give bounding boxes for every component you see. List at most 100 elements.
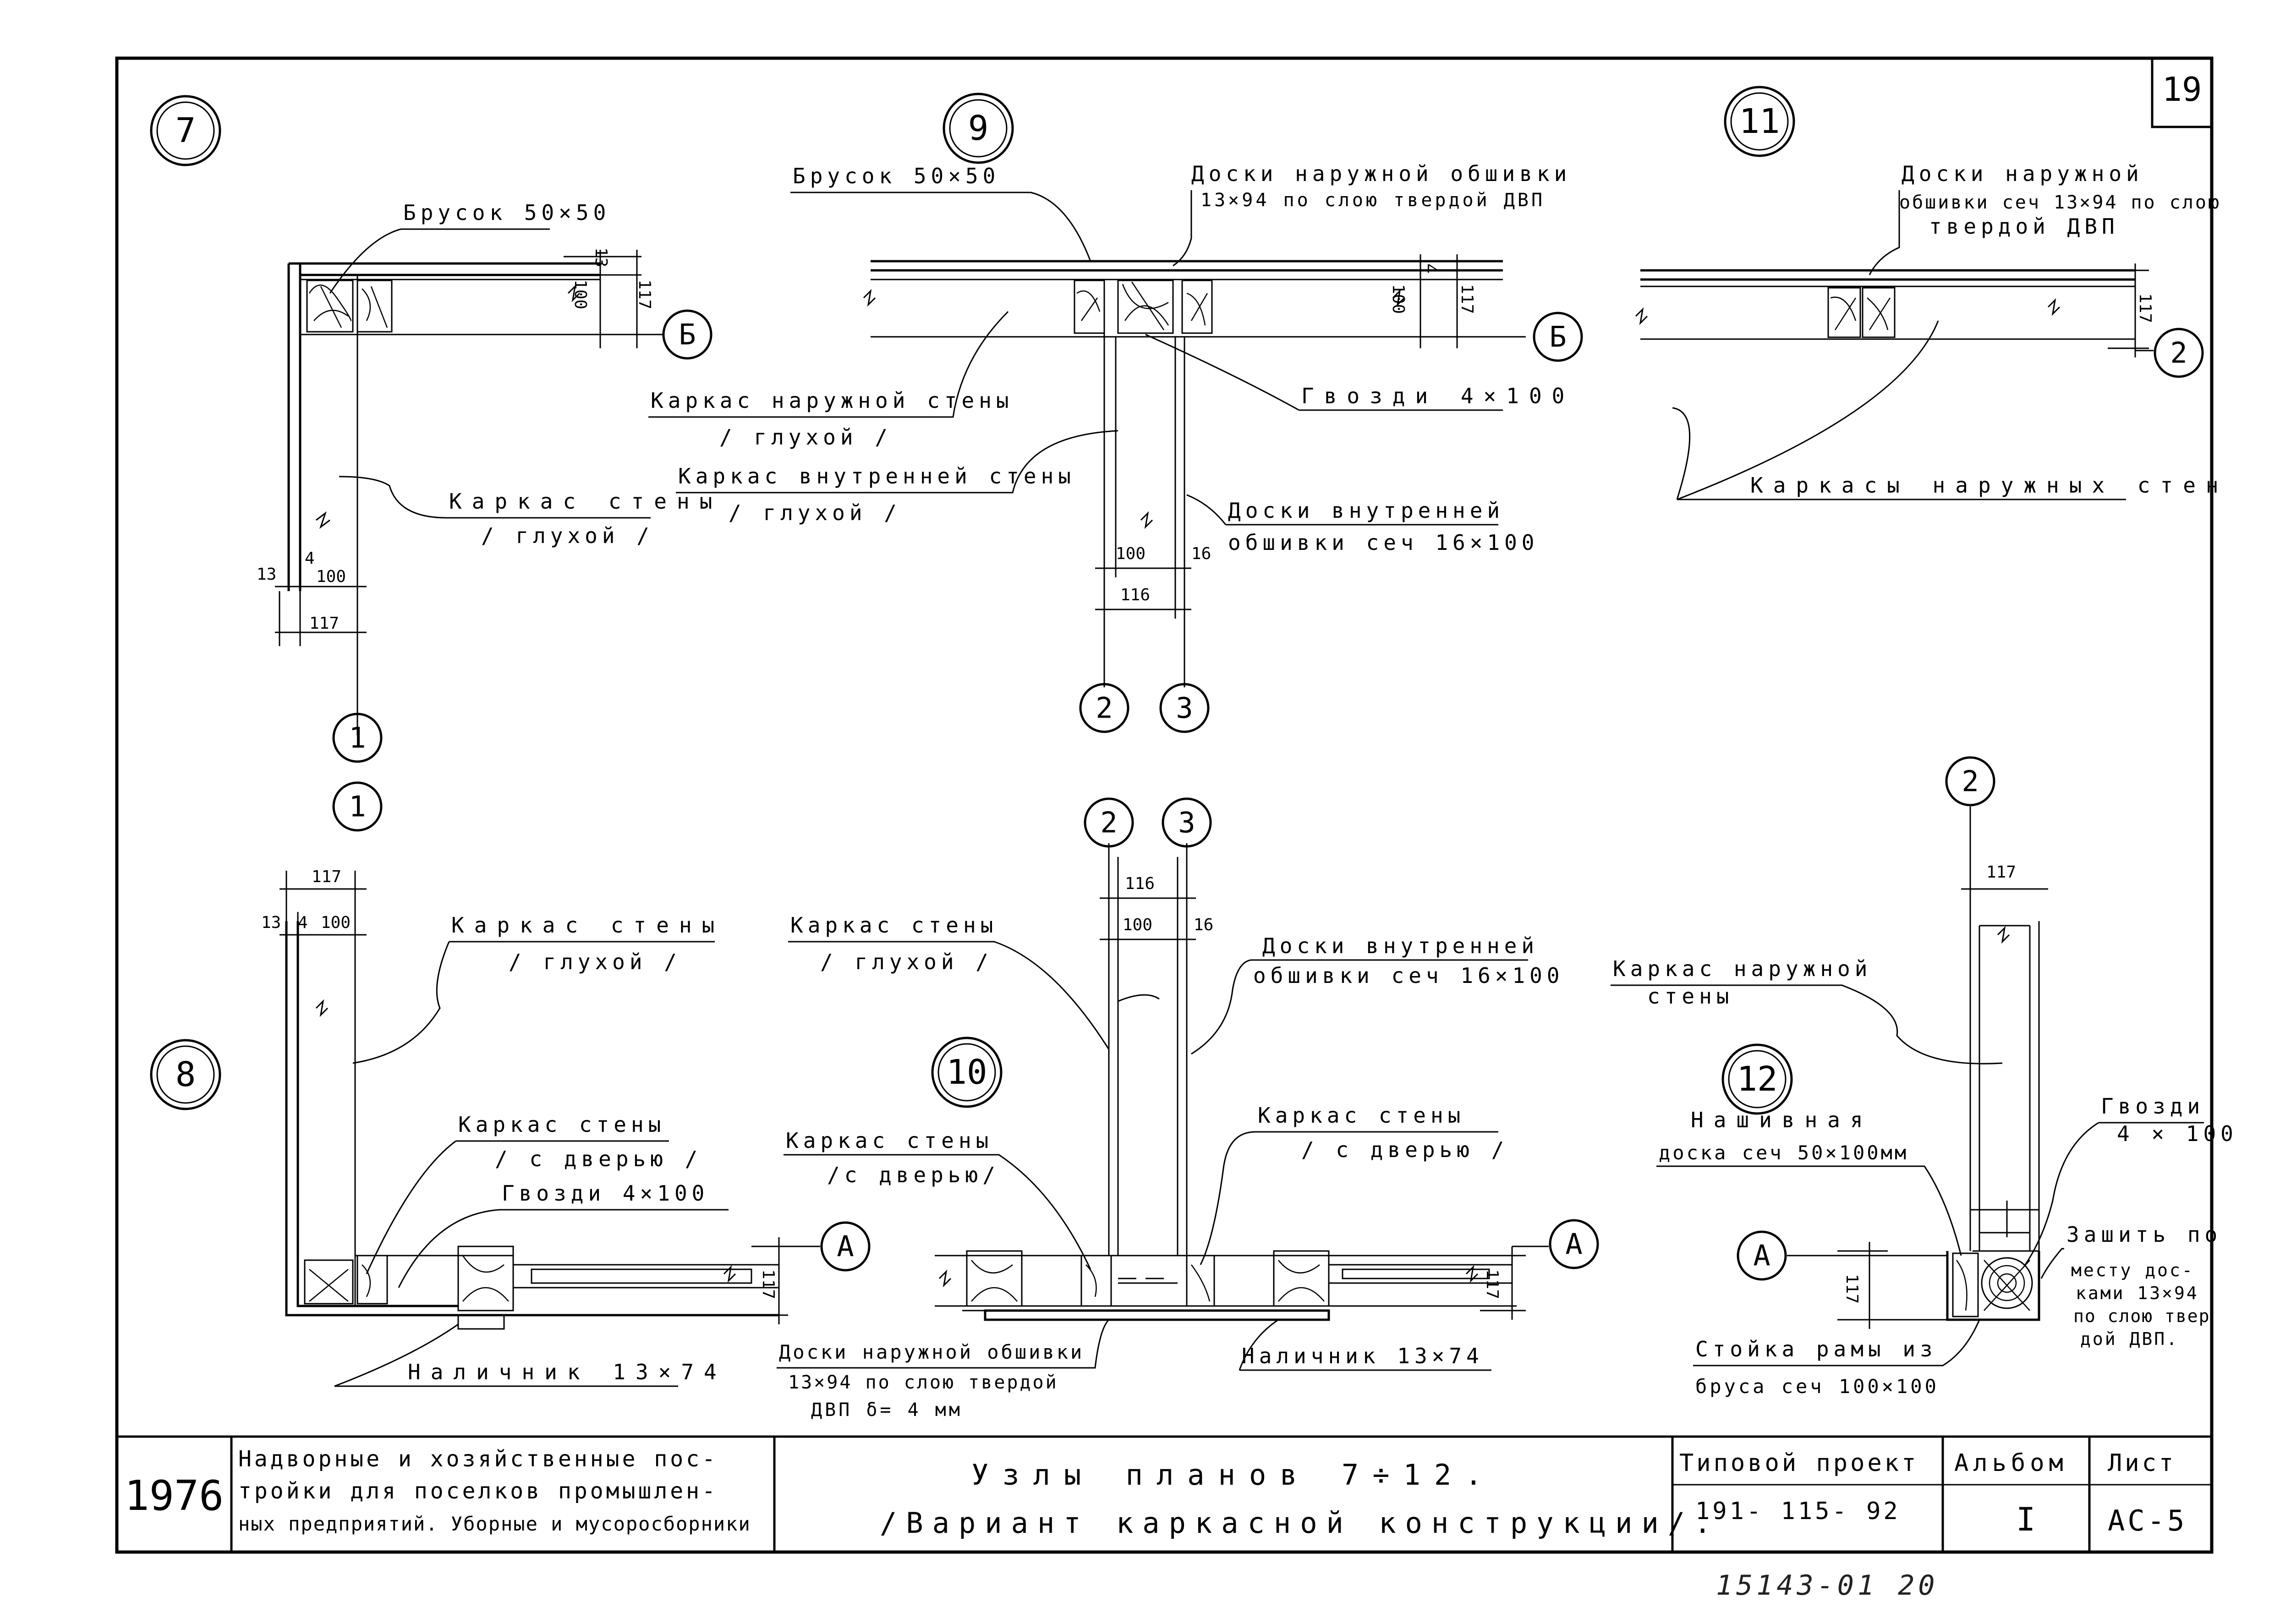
svg-text:Доски наружной: Доски наружной	[1902, 161, 2143, 186]
svg-text:117: 117	[1483, 1269, 1502, 1299]
svg-text:дой ДВП.: дой ДВП.	[2080, 1329, 2179, 1349]
svg-text:Доски наружной обшивки: Доски наружной обшивки	[1191, 161, 1571, 186]
svg-text:Доски наружной обшивки: Доски наружной обшивки	[779, 1341, 1084, 1363]
node-marker-8: 8	[150, 1039, 221, 1110]
svg-text:Каркас стены: Каркас стены	[786, 1128, 993, 1153]
tb-list-value: АС-5	[2108, 1504, 2187, 1537]
svg-text:16: 16	[1194, 916, 1213, 934]
svg-text:/ глухой /: / глухой /	[509, 949, 681, 974]
svg-text:ками 13×94: ками 13×94	[2076, 1283, 2199, 1303]
svg-text:3: 3	[1176, 691, 1193, 725]
svg-text:4: 4	[298, 913, 308, 932]
tb-project-1: Надворные и хозяйственные пос-	[238, 1446, 718, 1472]
svg-text:/ глухой /: / глухой /	[820, 949, 993, 974]
svg-text:Б: Б	[1549, 320, 1566, 354]
svg-text:Гвозди: Гвозди	[2101, 1094, 2204, 1119]
svg-text:11: 11	[1739, 102, 1780, 141]
svg-text:100: 100	[321, 913, 351, 932]
svg-text:твердой ДВП: твердой ДВП	[1929, 214, 2119, 239]
svg-text:13×94 по слою твердой ДВП: 13×94 по слою твердой ДВП	[1200, 190, 1545, 211]
svg-text:1: 1	[349, 721, 366, 755]
svg-text:8: 8	[175, 1055, 196, 1094]
svg-text:Брусок 50×50: Брусок 50×50	[403, 200, 610, 225]
svg-text:Каркас наружной стены: Каркас наружной стены	[651, 388, 1014, 413]
svg-text:13×94 по слою твердой: 13×94 по слою твердой	[788, 1372, 1058, 1393]
svg-text:Брусок 50×50: Брусок 50×50	[793, 164, 1000, 188]
svg-text:100: 100	[1116, 544, 1146, 563]
svg-text:117: 117	[312, 867, 341, 886]
svg-text:/ глухой /: / глухой /	[481, 523, 654, 548]
svg-text:100: 100	[316, 567, 346, 586]
svg-text:3: 3	[1178, 806, 1195, 839]
svg-text:/ глухой /: / глухой /	[729, 500, 901, 525]
svg-text:А: А	[1565, 1228, 1582, 1261]
svg-text:Доски внутренней: Доски внутренней	[1262, 933, 1539, 958]
svg-text:Нашивная: Нашивная	[1691, 1108, 1873, 1132]
svg-text:/с дверью/: /с дверью/	[827, 1163, 1000, 1187]
tb-year: 1976	[125, 1472, 224, 1520]
svg-text:116: 116	[1120, 586, 1150, 604]
svg-text:4: 4	[305, 549, 315, 568]
svg-text:2: 2	[1962, 765, 1979, 798]
svg-text:Гвозди 4×100: Гвозди 4×100	[502, 1181, 709, 1206]
svg-text:Стойка рамы из: Стойка рамы из	[1695, 1337, 1937, 1361]
svg-text:обшивки сеч 13×94 по слою: обшивки сеч 13×94 по слою	[1899, 192, 2221, 213]
svg-text:ДВП δ= 4 мм: ДВП δ= 4 мм	[811, 1399, 963, 1421]
svg-text:Каркас стены: Каркас стены	[790, 913, 998, 938]
svg-text:стены: стены	[1647, 984, 1733, 1009]
svg-text:Каркас стены: Каркас стены	[458, 1112, 665, 1137]
tb-list-label: Лист	[2108, 1449, 2176, 1477]
svg-text:100: 100	[571, 280, 590, 309]
tb-tipovoy-label: Типовой проект	[1679, 1449, 1918, 1477]
tb-album-value: I	[2016, 1501, 2038, 1538]
tb-project-3: ных предприятий. Уборные и мусоросборник…	[238, 1513, 751, 1535]
svg-text:Б: Б	[679, 318, 696, 351]
svg-text:Каркас стены: Каркас стены	[449, 489, 722, 514]
node-marker-10: 10	[931, 1037, 1003, 1108]
svg-text:Каркас стены: Каркас стены	[1258, 1103, 1465, 1128]
svg-text:117: 117	[1842, 1274, 1861, 1304]
svg-text:100: 100	[1389, 284, 1408, 314]
svg-text:117: 117	[1986, 863, 2016, 882]
tb-tipovoy-value: 191- 115- 92	[1695, 1498, 1901, 1525]
svg-text:13: 13	[592, 247, 610, 267]
svg-text:/ с дверью /: / с дверью /	[1301, 1137, 1508, 1162]
svg-text:12: 12	[1737, 1059, 1777, 1099]
svg-text:Каркас наружной: Каркас наружной	[1613, 956, 1872, 981]
svg-text:бруса сеч 100×100: бруса сеч 100×100	[1695, 1375, 1939, 1398]
tb-title-2: /Вариант каркасной конструкции/.	[880, 1506, 1720, 1540]
svg-text:Наличник 13×74: Наличник 13×74	[1242, 1344, 1484, 1368]
svg-text:2: 2	[1100, 806, 1117, 839]
svg-text:Каркасы наружных стен: Каркасы наружных стен	[1750, 473, 2229, 498]
node-12-drawing: 2 117 А 117 Каркас наружной стены Нашивн…	[1611, 756, 2238, 1398]
svg-text:Каркас стены: Каркас стены	[451, 913, 724, 938]
svg-text:А: А	[837, 1230, 854, 1263]
svg-text:/ глухой /: / глухой /	[719, 425, 892, 450]
svg-text:Зашить по: Зашить по	[2066, 1222, 2222, 1247]
svg-text:117: 117	[1458, 284, 1476, 314]
node-marker-7: 7	[150, 95, 221, 166]
tb-album-label: Альбом	[1954, 1449, 2068, 1477]
svg-text:4 × 100: 4 × 100	[2117, 1121, 2238, 1146]
svg-text:А: А	[1753, 1239, 1770, 1273]
node-9-drawing: 2 3 100 16 116 100 4 117 Б Брусок 50×50 …	[648, 161, 1583, 733]
svg-text:месту дос-: месту дос-	[2071, 1260, 2194, 1280]
svg-text:Доски внутренней: Доски внутренней	[1228, 498, 1504, 523]
sheet-number: 19	[2162, 70, 2202, 109]
svg-text:117: 117	[759, 1269, 778, 1299]
node-11-drawing: 117 2 Доски наружной обшивки сеч 13×94 п…	[1635, 161, 2229, 500]
sheet-frame	[115, 56, 2214, 1554]
svg-text:по слою твер: по слою твер	[2073, 1306, 2210, 1326]
svg-text:117: 117	[309, 614, 339, 633]
svg-text:100: 100	[1123, 916, 1152, 934]
tb-project-2: тройки для поселков промышлен-	[238, 1478, 718, 1504]
svg-text:2: 2	[1096, 691, 1113, 725]
svg-text:Каркас внутренней стены: Каркас внутренней стены	[678, 464, 1075, 488]
bottom-stamp: 15143-01 20	[1716, 1569, 1938, 1602]
title-block: 1976 Надворные и хозяйственные пос- трой…	[117, 1435, 2212, 1553]
svg-text:7: 7	[175, 111, 196, 150]
node-marker-11: 11	[1724, 86, 1795, 157]
sheet-number-box	[2151, 57, 2213, 128]
svg-text:9: 9	[968, 109, 989, 148]
svg-text:10: 10	[946, 1053, 987, 1092]
